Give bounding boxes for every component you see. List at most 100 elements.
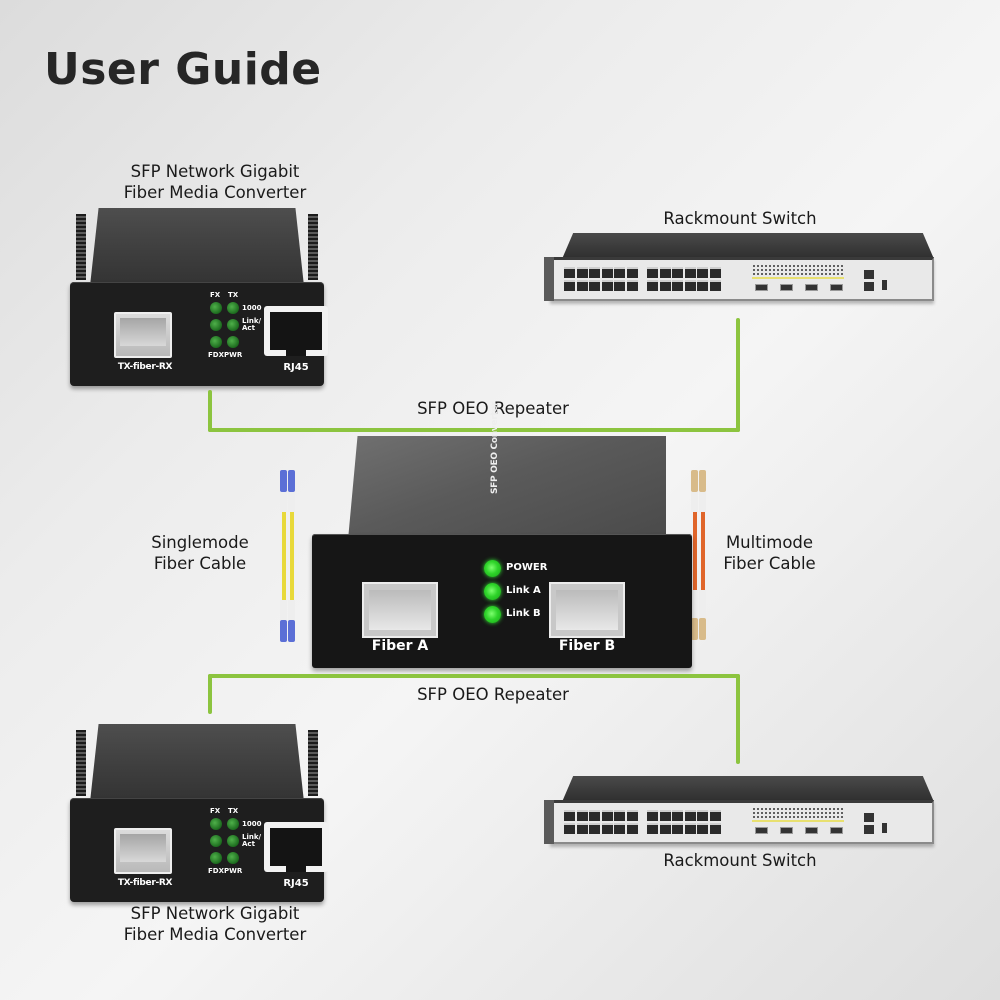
switch-rj45-port[interactable] [626, 823, 638, 834]
switch-rj45-port[interactable] [601, 810, 613, 821]
status-leds: FX TX 1000 Link/ Act FDX PWR [206, 292, 276, 372]
usb-port[interactable] [882, 823, 887, 833]
rj45-port[interactable] [264, 822, 328, 872]
switch-rj45-port[interactable] [614, 823, 625, 834]
switch-rj45-port[interactable] [576, 810, 588, 821]
switch-grille [752, 807, 844, 819]
switch-front-panel [550, 800, 934, 844]
led-label-tx: TX [228, 807, 239, 815]
sfp-port[interactable] [114, 312, 172, 358]
switch-rj45-port[interactable] [697, 823, 708, 834]
switch-sfp-port[interactable] [830, 284, 843, 291]
switch-rj45-port[interactable] [589, 823, 600, 834]
multimode-fiber-cable-icon [691, 470, 709, 642]
led-label-1000: 1000 [242, 820, 262, 828]
fiber-b-port[interactable] [549, 582, 625, 638]
switch-rj45-port[interactable] [626, 267, 638, 278]
mgmt-port[interactable] [864, 282, 874, 291]
switch-rj45-port[interactable] [647, 823, 658, 834]
switch-rj45-port[interactable] [589, 280, 600, 291]
led-label-act: Act [242, 324, 255, 332]
console-port[interactable] [864, 270, 874, 279]
switch-sfp-port[interactable] [780, 827, 793, 834]
top-media-converter: TX-fiber-RX FX TX 1000 Link/ Act FDX PWR… [62, 208, 330, 386]
switch-rj45-port[interactable] [576, 823, 588, 834]
switch-rj45-port[interactable] [626, 280, 638, 291]
switch-rj45-port[interactable] [709, 823, 721, 834]
switch-rj45-port[interactable] [589, 267, 600, 278]
switch-sfp-port[interactable] [805, 284, 818, 291]
led-fx-1000 [210, 818, 222, 830]
switch-rj45-port[interactable] [626, 810, 638, 821]
led-fx-1000 [210, 302, 222, 314]
switch-sfp-port[interactable] [755, 827, 768, 834]
switch-rj45-port[interactable] [601, 267, 613, 278]
converter-front-panel: TX-fiber-RX FX TX 1000 Link/ Act FDX PWR… [70, 798, 328, 902]
multimode-cable-label: Multimode Fiber Cable [712, 532, 827, 574]
switch-rj45-port[interactable] [697, 267, 708, 278]
switch-rj45-port[interactable] [684, 267, 696, 278]
sfp-oeo-repeater: SFP OEO Converter Fiber A POWER Link A L… [312, 402, 692, 668]
switch-rj45-port[interactable] [614, 267, 625, 278]
rj45-port-group-2 [647, 267, 721, 291]
switch-rj45-port[interactable] [614, 810, 625, 821]
mgmt-port[interactable] [864, 825, 874, 834]
sfp-port[interactable] [114, 828, 172, 874]
switch-rj45-port[interactable] [672, 267, 683, 278]
led-label-pwr: PWR [224, 867, 243, 875]
top-media-converter-label: SFP Network Gigabit Fiber Media Converte… [100, 161, 330, 203]
switch-rj45-port[interactable] [576, 280, 588, 291]
switch-rj45-port[interactable] [601, 823, 613, 834]
top-connector-horizontal [208, 428, 740, 432]
switch-rj45-port[interactable] [709, 810, 721, 821]
switch-rj45-port[interactable] [647, 810, 658, 821]
bottom-connector-horizontal [208, 674, 740, 678]
led-label-link: Link/ [242, 317, 262, 325]
switch-sfp-port[interactable] [805, 827, 818, 834]
switch-rj45-port[interactable] [564, 280, 575, 291]
top-switch-label: Rackmount Switch [663, 209, 817, 228]
switch-rj45-port[interactable] [659, 823, 671, 834]
console-port[interactable] [864, 813, 874, 822]
switch-rj45-port[interactable] [684, 280, 696, 291]
switch-sfp-port[interactable] [755, 284, 768, 291]
switch-rj45-port[interactable] [672, 280, 683, 291]
rj45-port[interactable] [264, 306, 328, 356]
switch-rj45-port[interactable] [564, 267, 575, 278]
switch-rj45-port[interactable] [564, 823, 575, 834]
switch-rj45-port[interactable] [614, 280, 625, 291]
fiber-a-port[interactable] [362, 582, 438, 638]
switch-rj45-port[interactable] [697, 810, 708, 821]
switch-rj45-port[interactable] [697, 280, 708, 291]
switch-rj45-port[interactable] [659, 810, 671, 821]
switch-rj45-port[interactable] [659, 267, 671, 278]
switch-rj45-port[interactable] [672, 810, 683, 821]
switch-rj45-port[interactable] [564, 810, 575, 821]
fiber-a-label: Fiber A [371, 638, 429, 654]
usb-port[interactable] [882, 280, 887, 290]
switch-rj45-port[interactable] [709, 280, 721, 291]
switch-top [562, 233, 934, 259]
bottom-media-converter-label: SFP Network Gigabit Fiber Media Converte… [100, 903, 330, 945]
switch-rj45-port[interactable] [647, 280, 658, 291]
switch-grille [752, 264, 844, 276]
switch-rj45-port[interactable] [709, 267, 721, 278]
led-fx-link [210, 835, 222, 847]
switch-rj45-port[interactable] [684, 823, 696, 834]
converter-front-panel: TX-fiber-RX FX TX 1000 Link/ Act FDX PWR… [70, 282, 328, 386]
switch-rj45-port[interactable] [601, 280, 613, 291]
switch-sfp-port[interactable] [830, 827, 843, 834]
page-title: User Guide [44, 44, 322, 95]
power-led [484, 560, 501, 577]
switch-rj45-port[interactable] [589, 810, 600, 821]
switch-rj45-port[interactable] [672, 823, 683, 834]
switch-rj45-port[interactable] [684, 810, 696, 821]
fiber-b-label: Fiber B [558, 638, 616, 654]
switch-rj45-port[interactable] [576, 267, 588, 278]
led-label-fx: FX [210, 291, 221, 299]
rj45-port-group-1 [564, 267, 638, 291]
switch-sfp-port[interactable] [780, 284, 793, 291]
switch-rj45-port[interactable] [659, 280, 671, 291]
rack-ear [544, 800, 554, 844]
switch-rj45-port[interactable] [647, 267, 658, 278]
